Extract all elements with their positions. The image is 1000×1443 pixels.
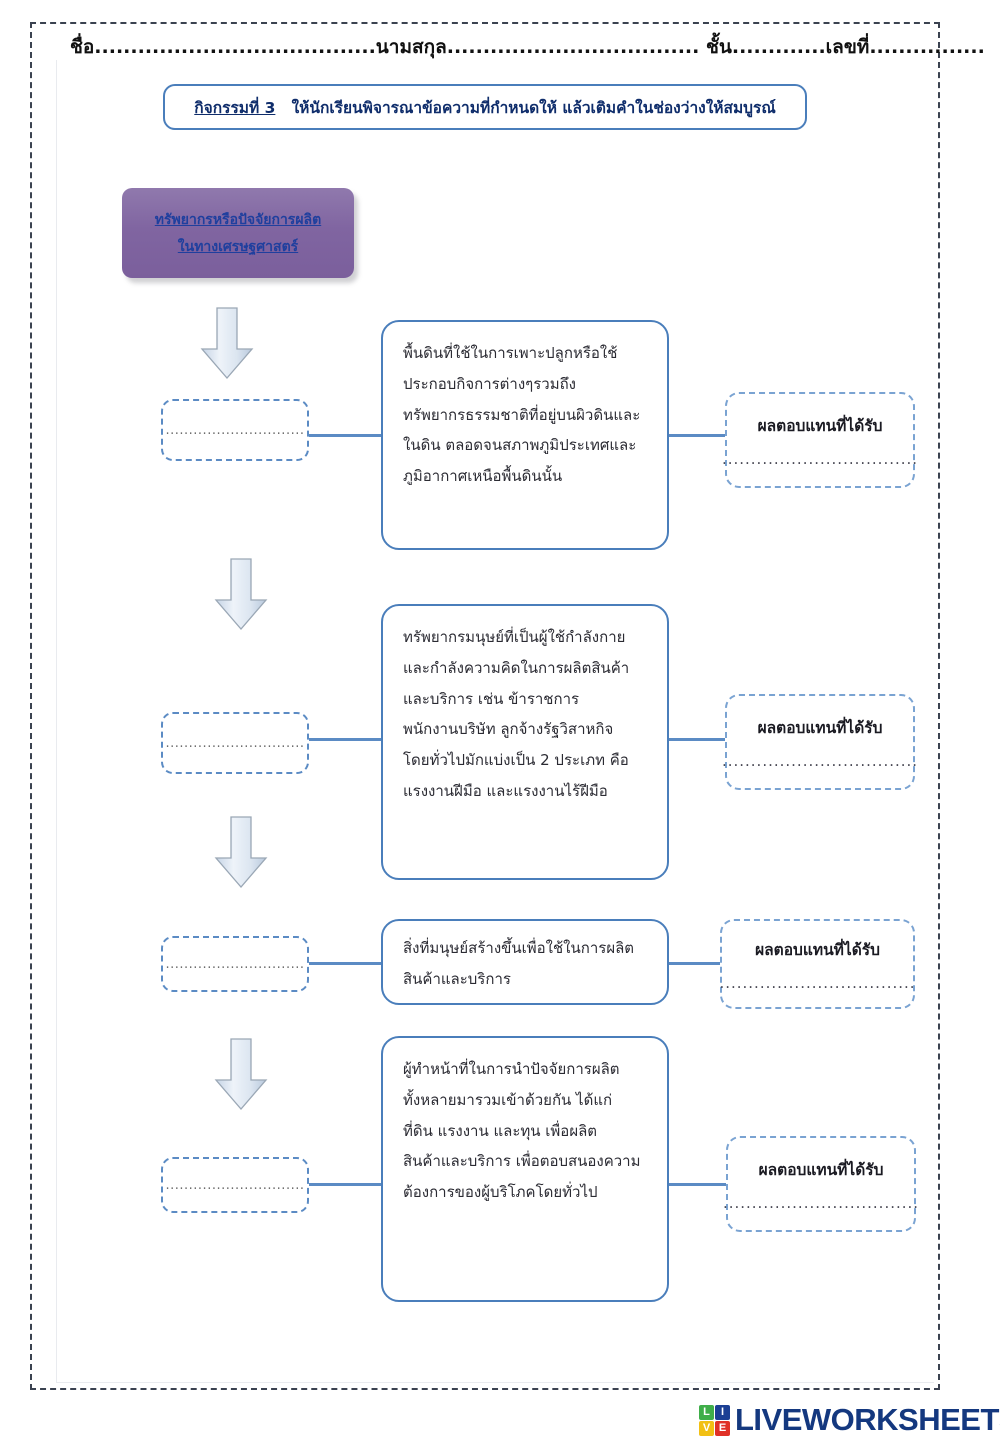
down-arrow-icon-2 <box>212 556 270 634</box>
reward-label-2: ผลตอบแทนที่ได้รับ <box>757 719 883 737</box>
down-arrow-icon-3 <box>212 814 270 892</box>
answer-blank-4[interactable]: .............................. <box>161 1157 309 1213</box>
down-arrow-icon-4 <box>212 1036 270 1114</box>
answer-blank-dots-4: .............................. <box>165 1177 305 1193</box>
reward-box-4[interactable]: ผลตอบแทนที่ได้รับ ......................… <box>722 1136 920 1232</box>
content-line: พื้นดินที่ใช้ในการเพาะปลูกหรือใช้ <box>403 344 618 362</box>
activity-instruction-body: ให้นักเรียนพิจารณาข้อความที่กำหนดให้ แล้… <box>291 98 776 117</box>
content-line: ทรัพยากรธรรมชาติที่อยู่บนผิวดินและ <box>403 405 641 424</box>
logo-cell-e: E <box>715 1420 730 1436</box>
content-line: โดยทั่วไปมักแบ่งเป็น 2 ประเภท คือ <box>403 751 629 769</box>
content-line: สินค้าและบริการ <box>403 969 511 988</box>
reward-box-2[interactable]: ผลตอบแทนที่ได้รับ ......................… <box>721 694 919 790</box>
reward-answer-dots-2: .................................. <box>721 752 919 770</box>
content-box-2: ทรัพยากรมนุษย์ที่เป็นผู้ใช้กำลังกาย และก… <box>381 604 669 880</box>
reward-answer-dots-1: .................................. <box>721 450 919 468</box>
connector-right-2 <box>666 738 744 741</box>
content-line: ในดิน ตลอดจนสภาพภูมิประเทศและ <box>403 436 637 455</box>
answer-blank-1[interactable]: .............................. <box>161 399 309 461</box>
reward-label-3: ผลตอบแทนที่ได้รับ <box>755 941 880 959</box>
answer-blank-2[interactable]: .............................. <box>161 712 309 774</box>
content-box-1: พื้นดินที่ใช้ในการเพาะปลูกหรือใช้ ประกอบ… <box>381 320 669 550</box>
activity-instruction-text: กิจกรรมที่ 3 ให้นักเรียนพิจารณาข้อความที… <box>194 95 775 120</box>
activity-number-label: กิจกรรมที่ 3 <box>194 98 276 117</box>
student-name-line: ชื่อ....................................… <box>70 36 985 58</box>
connector-left-4 <box>308 1183 386 1186</box>
topic-title-box: ทรัพยากรหรือปัจจัยการผลิต ในทางเศรษฐศาสต… <box>122 188 354 278</box>
liveworksheets-logo[interactable]: L I V E LIVEWORKSHEETS <box>699 1402 1000 1438</box>
content-line: แรงงานฝีมือ และแรงงานไร้ฝีมือ <box>403 781 608 800</box>
content-line: พนักงานบริษัท ลูกจ้างรัฐวิสาหกิจ <box>403 720 614 739</box>
logo-cell-l: L <box>699 1404 714 1420</box>
answer-blank-dots-2: .............................. <box>165 735 305 751</box>
content-line: สินค้าและบริการ เพื่อตอบสนองความ <box>403 1152 641 1171</box>
content-line: ทั้งหลายมารวมเข้าด้วยกัน ได้แก่ <box>403 1090 613 1109</box>
connector-left-3 <box>308 962 386 965</box>
answer-blank-dots-3: .............................. <box>165 956 305 972</box>
answer-blank-3[interactable]: .............................. <box>161 936 309 992</box>
reward-answer-dots-3: .................................. <box>719 974 916 992</box>
content-line: และบริการ เช่น ข้าราชการ <box>403 689 580 708</box>
content-line: ที่ดิน แรงงาน และทุน เพื่อผลิต <box>403 1121 598 1140</box>
content-line: ประกอบกิจการต่างๆรวมถึง <box>403 374 576 393</box>
content-line: ทรัพยากรมนุษย์ที่เป็นผู้ใช้กำลังกาย <box>403 628 626 646</box>
activity-instruction-box: กิจกรรมที่ 3 ให้นักเรียนพิจารณาข้อความที… <box>163 84 807 130</box>
content-line: ต้องการของผู้บริโภคโดยทั่วไป <box>403 1183 598 1201</box>
down-arrow-icon-1 <box>198 305 256 383</box>
connector-left-2 <box>308 738 386 741</box>
liveworksheets-brand-text: LIVEWORKSHEETS <box>735 1402 1000 1437</box>
topic-title-line-1: ทรัพยากรหรือปัจจัยการผลิต <box>154 212 322 229</box>
reward-label-4: ผลตอบแทนที่ได้รับ <box>758 1161 884 1179</box>
connector-right-1 <box>666 434 744 437</box>
reward-box-1[interactable]: ผลตอบแทนที่ได้รับ ......................… <box>721 392 919 488</box>
content-line: สิ่งที่มนุษย์สร้างขึ้นเพื่อใช้ในการผลิต <box>403 939 635 957</box>
topic-title-line-2: ในทางเศรษฐศาสตร์ <box>177 239 299 255</box>
reward-answer-dots-4: .................................. <box>722 1194 920 1212</box>
reward-label-1: ผลตอบแทนที่ได้รับ <box>757 417 883 435</box>
connector-right-4 <box>666 1183 726 1186</box>
logo-cell-v: V <box>699 1420 714 1436</box>
content-line: ภูมิอากาศเหนือพื้นดินนั้น <box>403 467 563 485</box>
logo-cell-i: I <box>715 1404 730 1420</box>
reward-box-3[interactable]: ผลตอบแทนที่ได้รับ ......................… <box>719 919 916 1009</box>
content-line: และกำลังความคิดในการผลิตสินค้า <box>403 658 630 677</box>
content-box-4: ผู้ทำหน้าที่ในการนำปัจจัยการผลิต ทั้งหลา… <box>381 1036 669 1302</box>
content-box-3: สิ่งที่มนุษย์สร้างขึ้นเพื่อใช้ในการผลิต … <box>381 919 669 1005</box>
connector-left-1 <box>308 434 386 437</box>
answer-blank-dots-1: .............................. <box>165 422 305 438</box>
connector-right-3 <box>666 962 720 965</box>
liveworksheets-logo-icon: L I V E <box>699 1404 730 1436</box>
content-line: ผู้ทำหน้าที่ในการนำปัจจัยการผลิต <box>403 1060 620 1078</box>
worksheet-dashed-frame <box>30 22 940 1390</box>
worksheet-inner-frame <box>56 60 934 1383</box>
